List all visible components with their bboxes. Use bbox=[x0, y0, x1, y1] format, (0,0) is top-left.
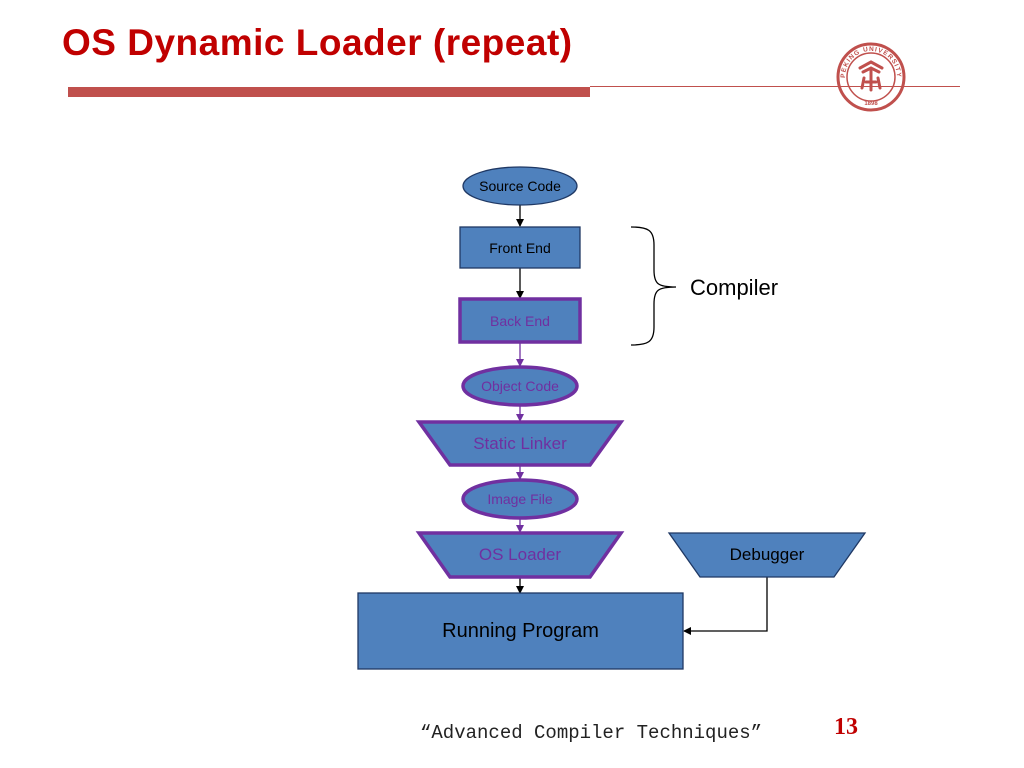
static-linker-node bbox=[415, 420, 625, 467]
debugger-node bbox=[667, 532, 867, 578]
compiler-brace-label: Compiler bbox=[690, 275, 779, 300]
image-file-node bbox=[461, 478, 579, 520]
os-loader-label: OS Loader bbox=[478, 545, 562, 564]
title-underline-thin bbox=[590, 86, 960, 87]
static-linker-label: Static Linker bbox=[473, 433, 567, 453]
object-code-label: Object Code bbox=[481, 378, 559, 394]
source-code-label: Source Code bbox=[479, 178, 561, 194]
os-loader-node bbox=[415, 531, 625, 579]
seal-year: 1898 bbox=[864, 101, 878, 107]
footer-course-title: “Advanced Compiler Techniques” bbox=[420, 722, 763, 744]
debugger-label: Debugger bbox=[729, 545, 805, 564]
title-underline-thick bbox=[68, 87, 590, 97]
page-number: 13 bbox=[834, 714, 858, 740]
image-file-label: Image File bbox=[487, 491, 553, 507]
arrow-debugger-to-running bbox=[683, 577, 768, 635]
back-end-node bbox=[458, 297, 582, 344]
front-end-node bbox=[459, 226, 581, 269]
source-code-node bbox=[462, 166, 578, 206]
back-end-label: Back End bbox=[490, 312, 550, 329]
university-seal-icon: PEKING UNIVERSITY 1898 bbox=[836, 42, 906, 112]
compiler-brace bbox=[630, 226, 677, 346]
object-code-node bbox=[461, 365, 579, 407]
slide-title: OS Dynamic Loader (repeat) bbox=[62, 22, 573, 63]
running-program-label: Running Program bbox=[442, 619, 599, 642]
running-program-node bbox=[357, 592, 684, 670]
front-end-label: Front End bbox=[489, 239, 551, 256]
